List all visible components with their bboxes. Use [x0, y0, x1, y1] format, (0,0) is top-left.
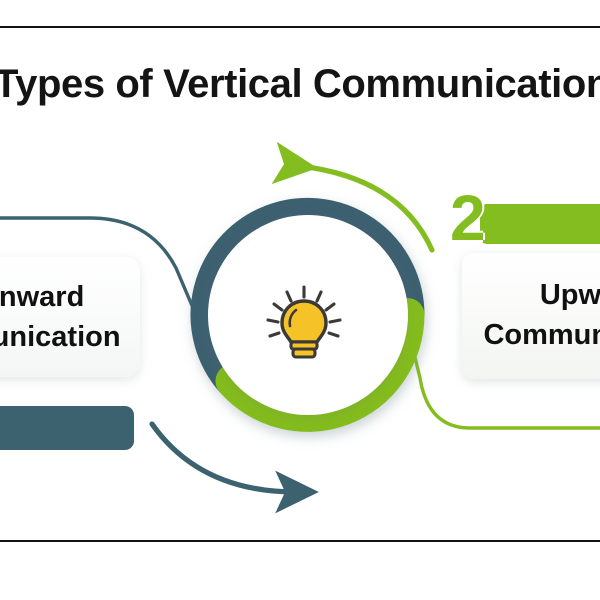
- lightbulb-icon: [266, 285, 342, 359]
- badge-bar-downward: [0, 406, 134, 450]
- connector-line-right: [402, 310, 600, 430]
- bottom-divider-rule: [0, 540, 600, 542]
- card-downward-line1: Downward: [0, 281, 85, 313]
- page-title: Types of Vertical Communication: [0, 62, 600, 106]
- card-upward-line2: Communication: [483, 319, 600, 351]
- card-upward-label: Upward Communication: [462, 275, 600, 355]
- badge-bar-upward: [480, 204, 600, 244]
- card-downward-communication[interactable]: Downward Communication: [0, 257, 140, 377]
- connector-line-left: [0, 216, 198, 317]
- card-upward-line1: Upward: [539, 279, 600, 311]
- card-upward-communication[interactable]: Upward Communication: [462, 253, 600, 379]
- top-divider-rule: [0, 26, 600, 28]
- downward-arrow-icon: [149, 421, 319, 514]
- card-downward-line2: Communication: [0, 321, 121, 353]
- upward-arrow-icon: [271, 141, 435, 253]
- card-downward-label: Downward Communication: [0, 277, 140, 357]
- badge-number-upward: 2: [450, 182, 486, 254]
